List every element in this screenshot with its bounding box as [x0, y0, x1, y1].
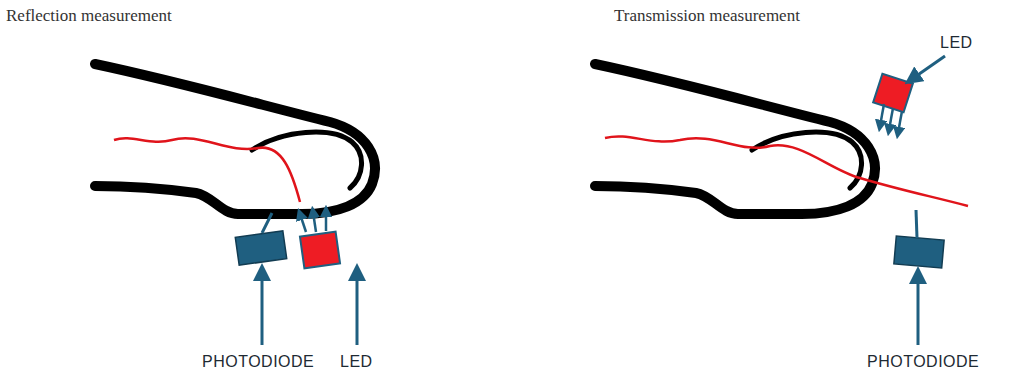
- part-label: LED: [340, 353, 373, 371]
- transmission-finger: [595, 56, 968, 345]
- part-label: PHOTODIODE: [202, 353, 314, 371]
- pointer-arrow: [917, 275, 920, 345]
- reflection-finger: [95, 64, 375, 345]
- led-symbol: [873, 74, 913, 112]
- light-arrow: [880, 104, 884, 126]
- photodiode-symbol: [235, 231, 286, 265]
- photodiode-symbol: [894, 236, 944, 268]
- fingernail: [252, 132, 362, 188]
- light-arrow: [300, 214, 306, 232]
- light-arrow: [313, 212, 316, 232]
- panel-title: Reflection measurement: [6, 6, 172, 26]
- part-label: PHOTODIODE: [867, 353, 979, 371]
- light-path: [262, 213, 272, 233]
- blood-vessel: [605, 136, 968, 206]
- blood-vessel: [114, 138, 300, 202]
- light-path: [916, 210, 917, 238]
- pointer-arrow: [356, 272, 359, 345]
- light-arrow: [898, 111, 902, 133]
- light-arrow: [325, 211, 328, 231]
- led-symbol: [300, 232, 340, 269]
- part-label: LED: [940, 34, 973, 52]
- fingernail: [752, 132, 862, 188]
- finger-outline: [95, 64, 375, 214]
- pointer-arrow: [912, 56, 945, 79]
- light-arrow: [889, 108, 893, 130]
- pointer-arrow: [261, 272, 264, 345]
- panel-title: Transmission measurement: [614, 6, 800, 26]
